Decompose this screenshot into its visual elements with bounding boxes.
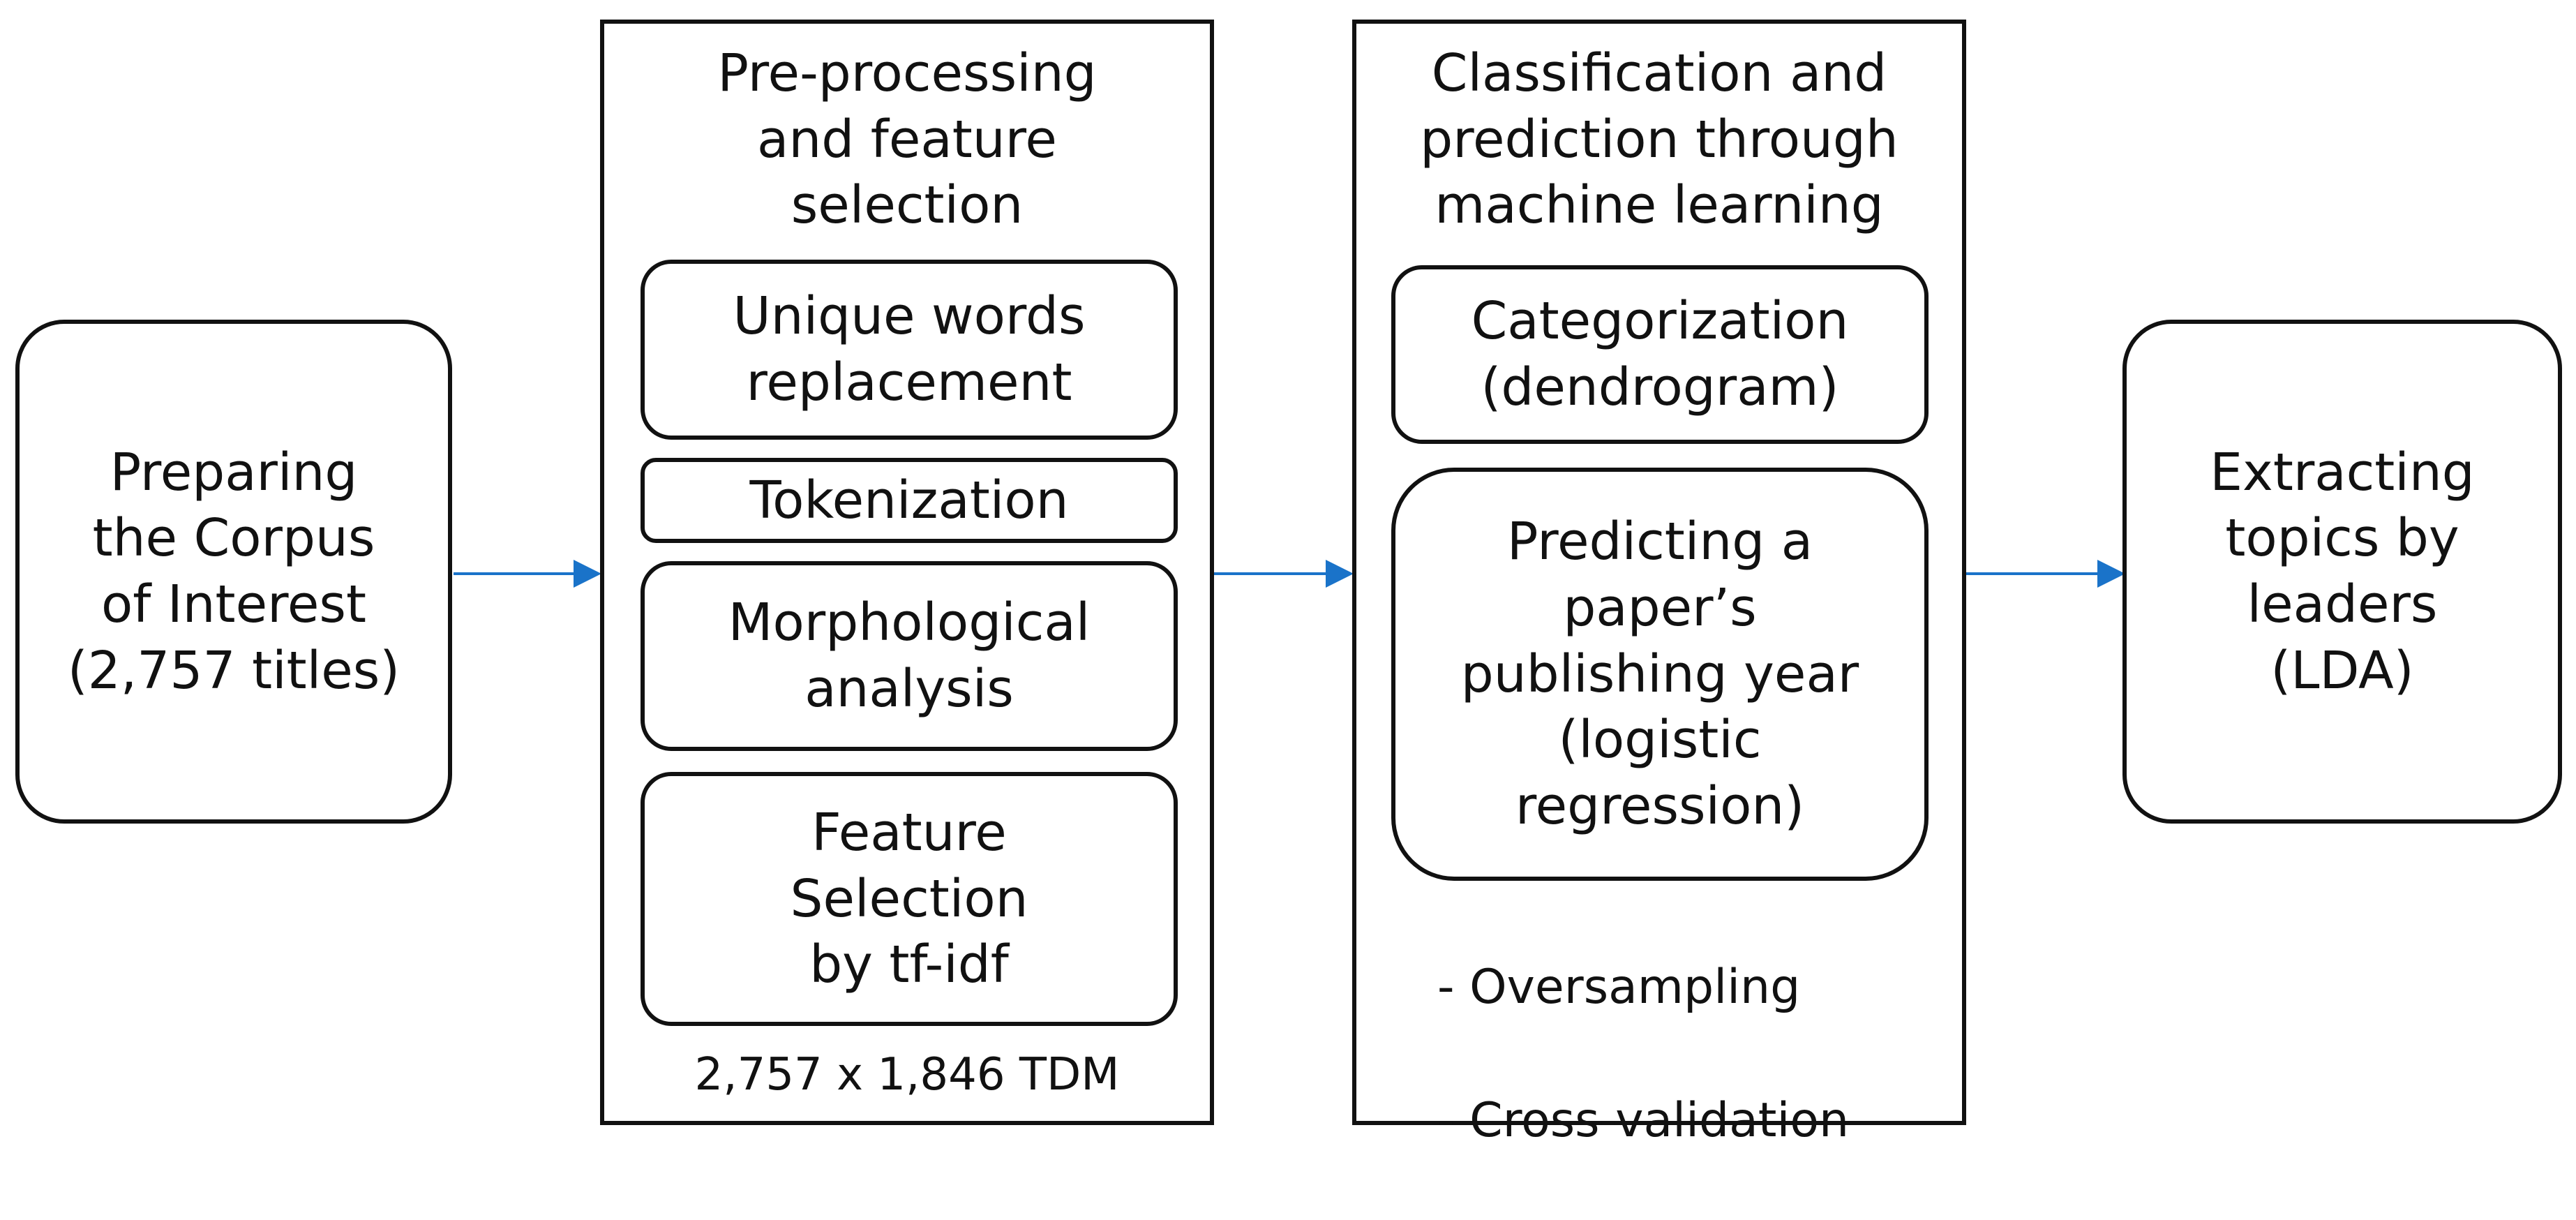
machine-learning-title: Classification and prediction through ma… — [1420, 43, 1899, 236]
corpus-box-label: Preparing the Corpus of Interest (2,757 … — [67, 442, 400, 701]
step-categorization-label: Categorization (dendrogram) — [1471, 291, 1849, 417]
flow-arrows — [454, 560, 2125, 588]
step-feature-selection-label: Feature Selection by tf-idf — [790, 802, 1028, 995]
step-categorization: Categorization (dendrogram) — [1391, 265, 1929, 444]
lda-box: Extracting topics by leaders (LDA) — [2122, 320, 2562, 824]
ml-notes: - Oversampling - Cross-validation — [1437, 888, 1849, 1220]
preprocessing-title: Pre-processing and feature selection — [717, 43, 1097, 236]
lda-box-label: Extracting topics by leaders (LDA) — [2210, 442, 2475, 701]
corpus-box: Preparing the Corpus of Interest (2,757 … — [15, 320, 452, 824]
step-feature-selection: Feature Selection by tf-idf — [641, 772, 1178, 1026]
step-tokenization-label: Tokenization — [749, 470, 1069, 530]
step-predicting-year-label: Predicting a paper’s publishing year (lo… — [1460, 512, 1859, 837]
step-tokenization: Tokenization — [641, 458, 1178, 543]
step-unique-words: Unique words replacement — [641, 260, 1178, 440]
tdm-footer: 2,757 x 1,846 TDM — [694, 1049, 1120, 1101]
step-predicting-year: Predicting a paper’s publishing year (lo… — [1391, 468, 1929, 881]
step-morphological: Morphological analysis — [641, 561, 1178, 751]
step-morphological-label: Morphological analysis — [728, 593, 1091, 719]
note-cross-validation: - Cross-validation — [1437, 1092, 1850, 1148]
note-oversampling: - Oversampling — [1437, 960, 1801, 1016]
step-unique-words-label: Unique words replacement — [733, 286, 1086, 412]
